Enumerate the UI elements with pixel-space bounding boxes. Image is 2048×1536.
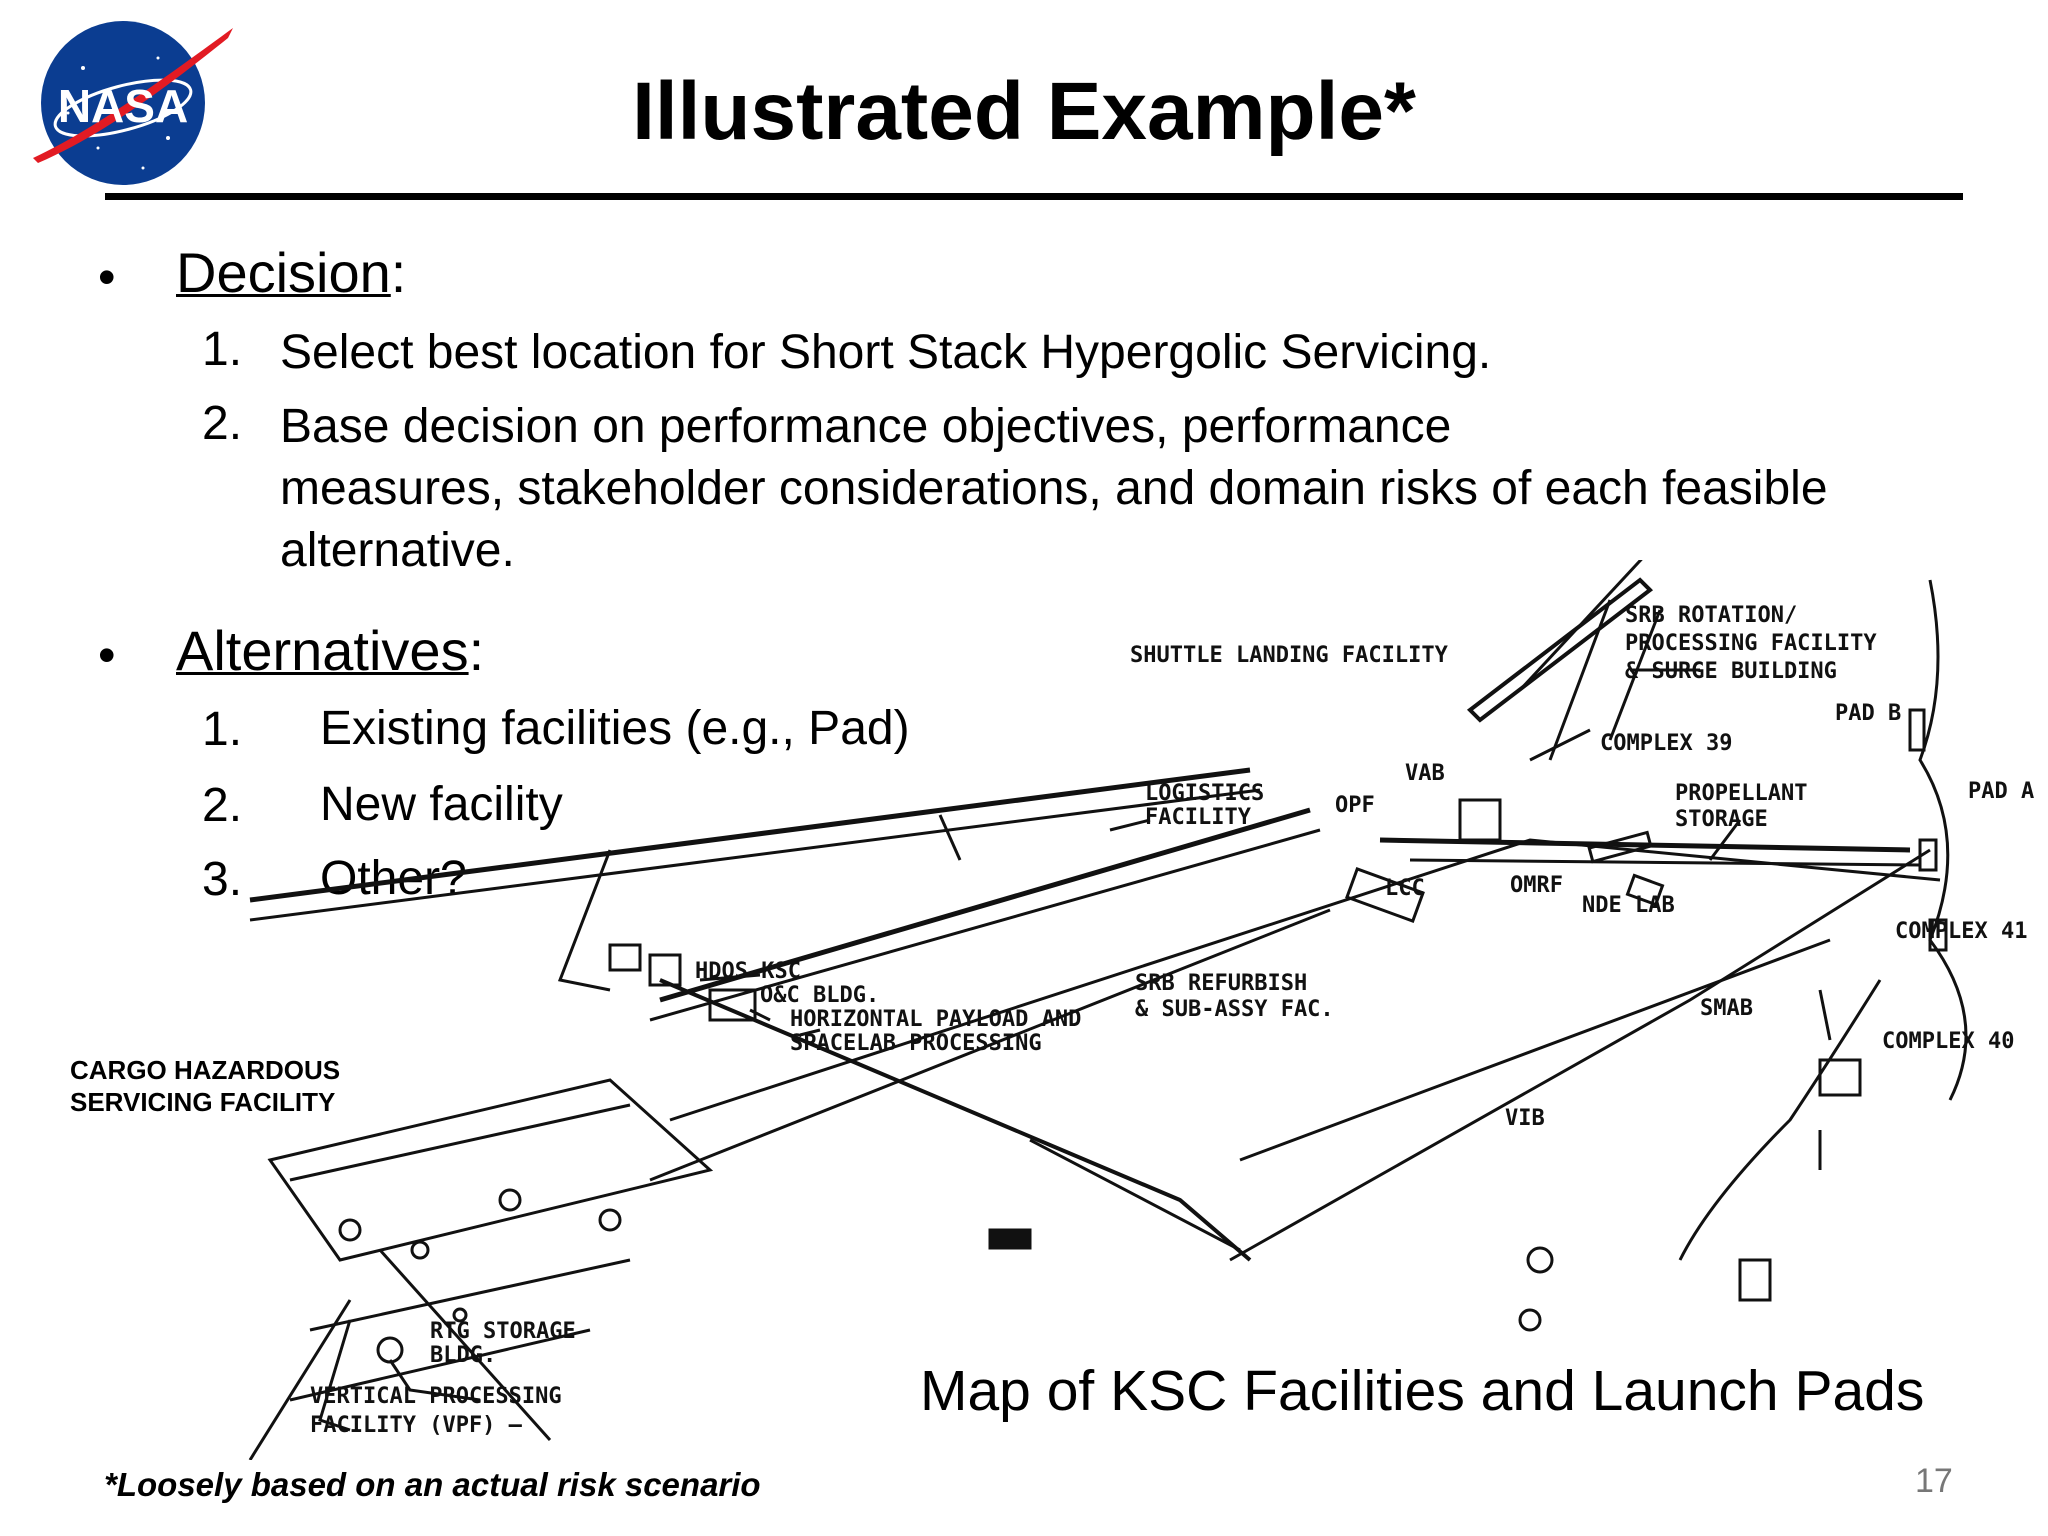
bullet-alternatives: • [98, 627, 116, 683]
map-caption: Map of KSC Facilities and Launch Pads [920, 1359, 1925, 1423]
alternatives-heading: Alternatives: [176, 619, 485, 682]
footnote: *Loosely based on an actual risk scenari… [104, 1466, 761, 1503]
map-label-pad-b: PAD B [1835, 701, 1901, 726]
map-label-hdos: HDOS KSC [695, 959, 801, 984]
alternative-item-3-num: 3. [202, 853, 243, 906]
map-label-opf: OPF [1335, 793, 1375, 818]
decision-heading: Decision: [176, 241, 407, 304]
slide-title: Illustrated Example* [632, 66, 1416, 157]
map-label-vpf-1: VERTICAL PROCESSING [310, 1384, 562, 1409]
map-label-rtg-2: BLDG. [430, 1343, 496, 1368]
nasa-logo-text: NASA [58, 80, 188, 132]
map-label-vpf-2: FACILITY (VPF) – [310, 1413, 523, 1438]
map-label-lcc: LCC [1385, 876, 1425, 901]
map-label-propellant-2: STORAGE [1675, 807, 1768, 832]
map-label-shuttle-landing: SHUTTLE LANDING FACILITY [1130, 643, 1449, 668]
map-label-logistics-2: FACILITY [1145, 805, 1252, 830]
map-label-logistics-1: LOGISTICS [1145, 781, 1264, 806]
map-label-vib: VIB [1505, 1106, 1545, 1131]
decision-item-2-line-1: Base decision on performance objectives,… [280, 400, 1452, 453]
cargo-hazardous-label: CARGO HAZARDOUS SERVICING FACILITY [70, 1055, 341, 1117]
decision-item-2-line-3: alternative. [280, 524, 515, 577]
nasa-logo-circle [41, 21, 205, 185]
map-label-propellant-1: PROPELLANT [1675, 781, 1807, 806]
decision-item-2-num: 2. [202, 397, 243, 450]
alternative-item-2: New facility [320, 778, 563, 831]
map-label-srb-refurbish-2: & SUB-ASSY FAC. [1135, 997, 1334, 1022]
alternative-item-1-num: 1. [202, 703, 243, 756]
map-label-oc-bldg: O&C BLDG. [760, 983, 879, 1008]
map-label-smab: SMAB [1700, 996, 1753, 1021]
decision-item-1-num: 1. [202, 323, 243, 376]
map-label-srb-rotation-1: SRB ROTATION/ [1625, 603, 1797, 628]
map-label-horizontal-2: SPACELAB PROCESSING [790, 1031, 1042, 1056]
map-label-complex-40: COMPLEX 40 [1882, 1029, 2014, 1054]
page-number: 17 [1915, 1462, 1953, 1500]
ksc-facilities-map: SRB ROTATION/ PROCESSING FACILITY & SURG… [248, 560, 2034, 1460]
nasa-logo: NASA [33, 21, 233, 185]
alternative-item-1: Existing facilities (e.g., Pad) [320, 702, 910, 755]
title-divider [105, 193, 1963, 200]
map-label-omrf: OMRF [1510, 873, 1563, 898]
alternative-item-2-num: 2. [202, 779, 243, 832]
map-label-pad-a: PAD A [1968, 779, 2034, 804]
bullet-decision: • [98, 249, 116, 305]
decision-item-1: Select best location for Short Stack Hyp… [280, 326, 1492, 379]
map-label-complex-39: COMPLEX 39 [1600, 731, 1732, 756]
map-label-srb-refurbish-1: SRB REFURBISH [1135, 971, 1307, 996]
map-label-complex-41: COMPLEX 41 [1895, 919, 2027, 944]
map-label-horizontal-1: HORIZONTAL PAYLOAD AND [790, 1007, 1081, 1032]
map-label-vab: VAB [1405, 761, 1445, 786]
map-label-srb-rotation-3: & SURGE BUILDING [1625, 659, 1837, 684]
map-label-nde-lab: NDE LAB [1582, 893, 1675, 918]
map-label-rtg-1: RTG STORAGE [430, 1319, 576, 1344]
decision-item-2-line-2: measures, stakeholder considerations, an… [280, 462, 1828, 515]
map-label-srb-rotation-2: PROCESSING FACILITY [1625, 631, 1877, 656]
